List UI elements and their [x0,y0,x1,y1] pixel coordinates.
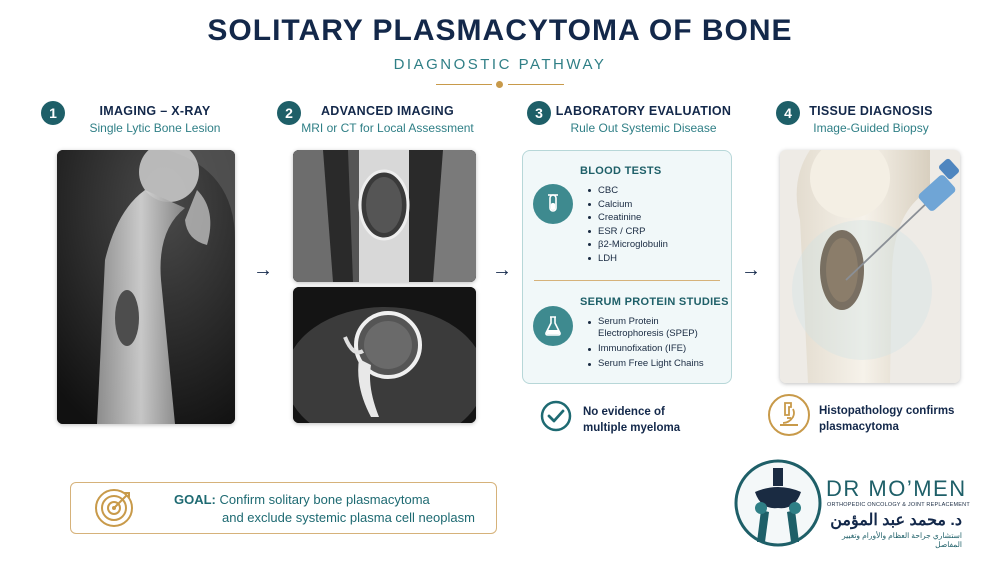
test-tube-icon [533,184,573,224]
list-item: β2-Microglobulin [586,238,716,252]
goal-box [70,482,497,534]
list-item: ESR / CRP [586,225,716,239]
note-line: Histopathology confirms [819,405,955,417]
arrow-right-icon: → [492,259,512,281]
ct-image [293,287,476,423]
goal-text: Confirm solitary bone plasmacytoma [219,492,430,507]
list-item: LDH [586,252,716,266]
list-item: Serum Free Light Chains [586,358,711,370]
myeloma-note: No evidence of multiple myeloma [583,404,680,436]
blood-tests-list: CBC Calcium Creatinine ESR / CRP β2-Micr… [586,184,716,265]
goal-label: GOAL: [174,492,216,507]
biopsy-image [780,150,960,383]
logo-tagline: ORTHOPEDIC ONCOLOGY & JOINT REPLACEMENT [827,502,970,508]
page-title: SOLITARY PLASMACYTOMA OF BONE [207,14,793,47]
arrow-right-icon: → [741,259,761,281]
logo-emblem [733,458,823,548]
arrow-right-icon: → [253,259,273,281]
step-2-number: 2 [277,101,301,125]
list-item: Serum Protein Electrophoresis (SPEP) [586,316,711,340]
step-1-title: IMAGING – X-RAY [99,104,211,118]
list-item: Immunofixation (IFE) [586,343,711,355]
title-divider [436,81,564,88]
xray-femur-image [57,150,235,424]
step-4-title: TISSUE DIAGNOSIS [809,104,933,118]
note-line: No evidence of [583,406,665,418]
page-subtitle: DIAGNOSTIC PATHWAY [393,56,607,73]
histopathology-note: Histopathology confirms plasmacytoma [819,403,954,435]
step-3-number: 3 [527,101,551,125]
step-2-title: ADVANCED IMAGING [320,104,455,118]
step-3-title: LABORATORY EVALUATION [555,104,732,118]
flask-icon [533,306,573,346]
mri-image [293,150,476,282]
goal-line-1: GOAL: Confirm solitary bone plasmacytoma [174,492,430,507]
goal-line-2: and exclude systemic plasma cell neoplas… [222,510,475,525]
blood-tests-heading: BLOOD TESTS [580,165,662,177]
note-line: multiple myeloma [583,422,681,434]
list-item: Creatinine [586,211,716,225]
list-item: Calcium [586,198,716,212]
divider [534,280,720,281]
step-1-number: 1 [41,101,65,125]
step-4-subtitle: Image-Guided Biopsy [813,121,929,135]
logo-name: DR MO’MEN [826,476,967,501]
checkmark-circle-icon [540,400,572,432]
microscope-icon [767,393,811,437]
logo-arabic-tagline: استشاري جراحة العظام والأورام وتغيير الم… [842,531,962,549]
note-line: plasmacytoma [819,421,899,433]
serum-protein-list: Serum Protein Electrophoresis (SPEP) Imm… [586,316,711,373]
step-4-number: 4 [776,101,800,125]
step-3-subtitle: Rule Out Systemic Disease [570,121,717,135]
target-icon [94,488,134,528]
logo-arabic-name: د. محمد عبد المؤمن [830,512,962,529]
serum-protein-heading: SERUM PROTEIN STUDIES [580,296,729,308]
step-1-subtitle: Single Lytic Bone Lesion [89,121,221,135]
step-2-subtitle: MRI or CT for Local Assessment [301,121,474,135]
list-item: CBC [586,184,716,198]
